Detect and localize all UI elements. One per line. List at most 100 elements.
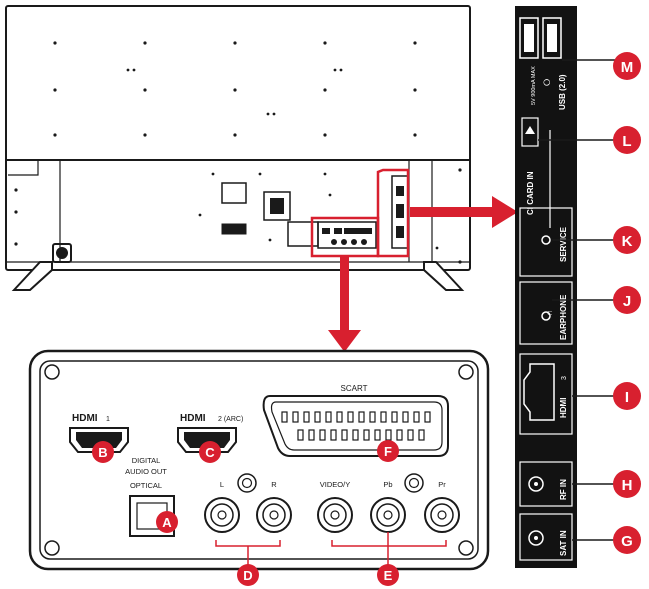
- hdmi-1-label: 1: [106, 416, 110, 423]
- hdmi-1-port: HDMI 1: [69, 413, 129, 453]
- tv-power-button: [52, 243, 72, 263]
- highlight-rear-connectors: [310, 216, 380, 258]
- tv-screw-dots: [14, 41, 462, 264]
- highlight-arrows: [328, 196, 518, 352]
- scart-pin: [407, 429, 414, 441]
- svg-text:F: F: [384, 444, 392, 459]
- svg-text:I: I: [625, 389, 629, 406]
- scart-port: SCART: [262, 384, 449, 457]
- scart-pin: [380, 411, 387, 423]
- component-ports: VIDEO/Y Pb Pr: [317, 473, 460, 533]
- scart-pin: [308, 429, 315, 441]
- scart-pin: [369, 411, 376, 423]
- scart-pin: [297, 429, 304, 441]
- earphone-label: EARPHONE: [559, 294, 568, 340]
- scart-pin: [303, 411, 310, 423]
- scart-pin: [396, 429, 403, 441]
- callout-h: H: [613, 470, 641, 498]
- earphone-port: [541, 311, 551, 321]
- arrow-right-shaft: [410, 207, 494, 217]
- scart-pin: [352, 429, 359, 441]
- hdmi-2-label: 2 (ARC): [218, 416, 243, 423]
- ci-card-label: CI CARD IN: [526, 171, 535, 215]
- usb-port-1: [519, 17, 539, 59]
- highlight-side-connectors: [376, 168, 410, 258]
- usb-power-label: 5V 900mA MAX: [531, 66, 537, 105]
- callout-a: A: [156, 511, 178, 533]
- side-panel: 5V 900mA MAX USB (2.0) ⭘ CI CARD IN SERV…: [515, 6, 577, 568]
- scart-pin: [330, 429, 337, 441]
- scart-pin: [363, 429, 370, 441]
- sat-in-port: [528, 530, 544, 546]
- rear-panel-zoom: HDMI 1 HDMI 2 (ARC) SCART DIGITAL AUDIO …: [28, 349, 490, 571]
- side-panel-body: [515, 6, 577, 568]
- scart-pin: [341, 429, 348, 441]
- scart-pin: [292, 411, 299, 423]
- callout-b: B: [92, 441, 114, 463]
- stand-left: [11, 261, 53, 291]
- service-box: [519, 207, 573, 277]
- callout-l: L: [613, 126, 641, 154]
- pb-label: Pb: [383, 480, 392, 489]
- scart-pin: [319, 429, 326, 441]
- service-label: SERVICE: [559, 226, 568, 262]
- ci-card-slot: [521, 117, 539, 147]
- service-port: [541, 235, 551, 245]
- callout-d: D: [237, 564, 259, 586]
- callout-leaders: [538, 59, 615, 541]
- stand-right: [423, 261, 465, 291]
- callout-k: K: [613, 226, 641, 254]
- hdmi-2-logo: HDMI: [180, 413, 206, 424]
- scart-pin: [413, 411, 420, 423]
- usb-icon: ⭘: [542, 79, 552, 86]
- scart-pins: [281, 411, 431, 441]
- hdmi-2-port: HDMI 2 (ARC): [177, 413, 243, 453]
- callout-c: C: [199, 441, 221, 463]
- hdmi-1-logo: HDMI: [72, 413, 98, 424]
- sat-in-label: SAT IN: [559, 530, 568, 556]
- video-y-label: VIDEO/Y: [320, 480, 350, 489]
- hdmi-3-logo: HDMI: [559, 398, 568, 418]
- hdmi-3-port: [523, 363, 555, 421]
- callout-j: J: [613, 286, 641, 314]
- rf-in-label: RF IN: [559, 479, 568, 500]
- arrow-right-head: [492, 196, 518, 228]
- scart-pin: [424, 411, 431, 423]
- usb-label: USB (2.0): [558, 74, 567, 110]
- arrow-down-shaft: [340, 256, 349, 332]
- tv-back-outline: [5, 5, 471, 271]
- sat-in-box: [519, 513, 573, 561]
- svg-text:A: A: [162, 515, 172, 530]
- svg-text:J: J: [623, 293, 631, 310]
- eject-icon: [525, 126, 535, 134]
- earphone-box: [519, 281, 573, 345]
- rear-panel-inner: [39, 360, 479, 560]
- scart-pin: [336, 411, 343, 423]
- scart-label: SCART: [341, 384, 368, 393]
- svg-text:K: K: [622, 233, 633, 250]
- svg-text:D: D: [243, 568, 252, 583]
- audio-l-label: L: [220, 480, 224, 489]
- audio-lr-ports: L R: [204, 473, 292, 533]
- rf-in-port: [528, 476, 544, 492]
- callouts: A B C D E F G H I J K L M: [92, 52, 641, 586]
- callout-f: F: [377, 440, 399, 462]
- hdmi-3-box: [519, 353, 573, 435]
- svg-text:C: C: [205, 445, 215, 460]
- digital-audio-line1: DIGITAL: [132, 456, 161, 465]
- screw-top-right: [458, 364, 474, 380]
- scart-pin: [418, 429, 425, 441]
- screw-bottom-left: [44, 540, 60, 556]
- scart-pin: [385, 429, 392, 441]
- svg-text:L: L: [622, 133, 631, 150]
- tv-rear-view: [5, 5, 471, 291]
- scart-pin: [374, 429, 381, 441]
- pr-label: Pr: [438, 480, 446, 489]
- callout-i: I: [613, 382, 641, 410]
- scart-pin: [402, 411, 409, 423]
- scart-pin: [325, 411, 332, 423]
- headphone-icon: ∩: [544, 310, 554, 316]
- tv-connector-block: [317, 221, 377, 249]
- audio-r-label: R: [271, 480, 277, 489]
